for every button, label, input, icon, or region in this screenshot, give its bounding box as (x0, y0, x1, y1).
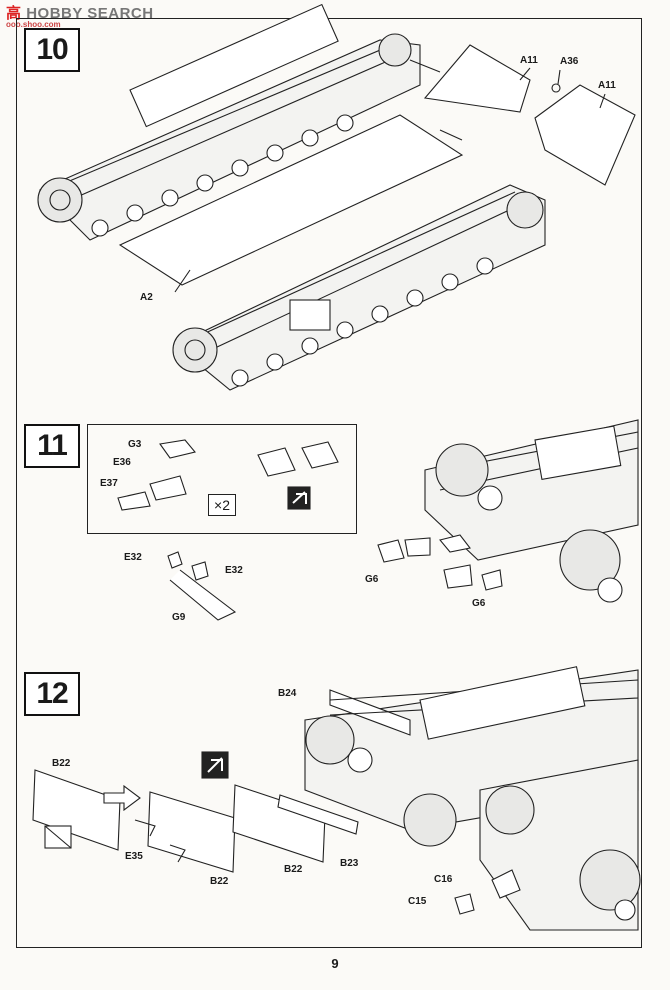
label-e35: E35 (125, 851, 143, 862)
label-a11-left: A11 (520, 55, 538, 66)
label-c16: C16 (434, 874, 453, 885)
label-g9: G9 (172, 612, 186, 623)
label-e32-right: E32 (225, 565, 243, 576)
label-a36: A36 (560, 56, 579, 67)
step-11-subassembly-box (87, 424, 357, 534)
label-e37: E37 (100, 478, 118, 489)
step-12-number: 12 (24, 672, 80, 716)
label-b24: B24 (278, 688, 297, 699)
label-b23: B23 (340, 858, 359, 869)
label-b22-top: B22 (52, 758, 71, 769)
label-a11-right: A11 (598, 80, 616, 91)
label-a2: A2 (140, 292, 153, 303)
label-g6-left: G6 (365, 574, 379, 585)
page-frame (16, 18, 642, 948)
step-10-number: 10 (24, 28, 80, 72)
label-e32-left: E32 (124, 552, 142, 563)
watermark-url: ooo.shoo.com (6, 20, 61, 29)
step-11-drawing (117, 419, 639, 621)
label-c15: C15 (408, 896, 427, 907)
step-10-drawing (37, 3, 636, 391)
page-number: 9 (331, 956, 339, 971)
label-g3: G3 (128, 439, 142, 450)
step-12-drawing (32, 666, 641, 931)
quantity-multiplier: ×2 (208, 494, 236, 516)
watermark-logo: 高 HOBBY SEARCH (6, 5, 154, 22)
step-11-number: 11 (24, 424, 80, 468)
label-e36: E36 (113, 457, 131, 468)
label-b22-bottom: B22 (210, 876, 229, 887)
label-g6-right: G6 (472, 598, 486, 609)
label-b22-mid: B22 (284, 864, 303, 875)
